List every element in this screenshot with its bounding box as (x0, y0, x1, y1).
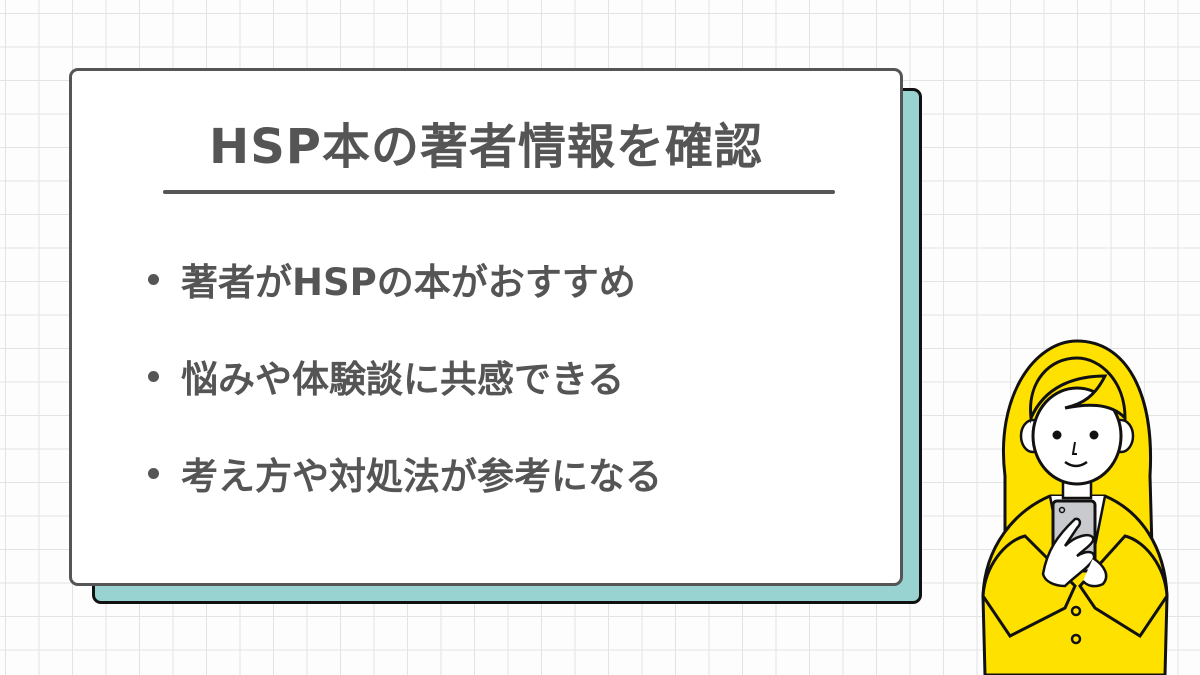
bullet-dot-icon (148, 273, 159, 285)
list-item: 悩みや体験談に共感できる (148, 346, 662, 406)
title-underline (163, 190, 835, 194)
woman-holding-smartphone-icon (981, 339, 1169, 675)
list-item: 著者がHSPの本がおすすめ (148, 249, 662, 309)
list-item-label: 悩みや体験談に共感できる (181, 358, 625, 401)
list-item-label: 著者がHSPの本がおすすめ (181, 261, 636, 304)
info-card: HSP本の著者情報を確認 著者がHSPの本がおすすめ 悩みや体験談に共感できる … (69, 68, 903, 586)
list-item: 考え方や対処法が参考になる (148, 443, 662, 503)
page-title: HSP本の著者情報を確認 (209, 119, 763, 175)
bullet-dot-icon (148, 467, 159, 479)
bullet-dot-icon (148, 370, 159, 382)
list-item-label: 考え方や対処法が参考になる (181, 455, 662, 498)
bullet-list: 著者がHSPの本がおすすめ 悩みや体験談に共感できる 考え方や対処法が参考になる (148, 249, 662, 540)
